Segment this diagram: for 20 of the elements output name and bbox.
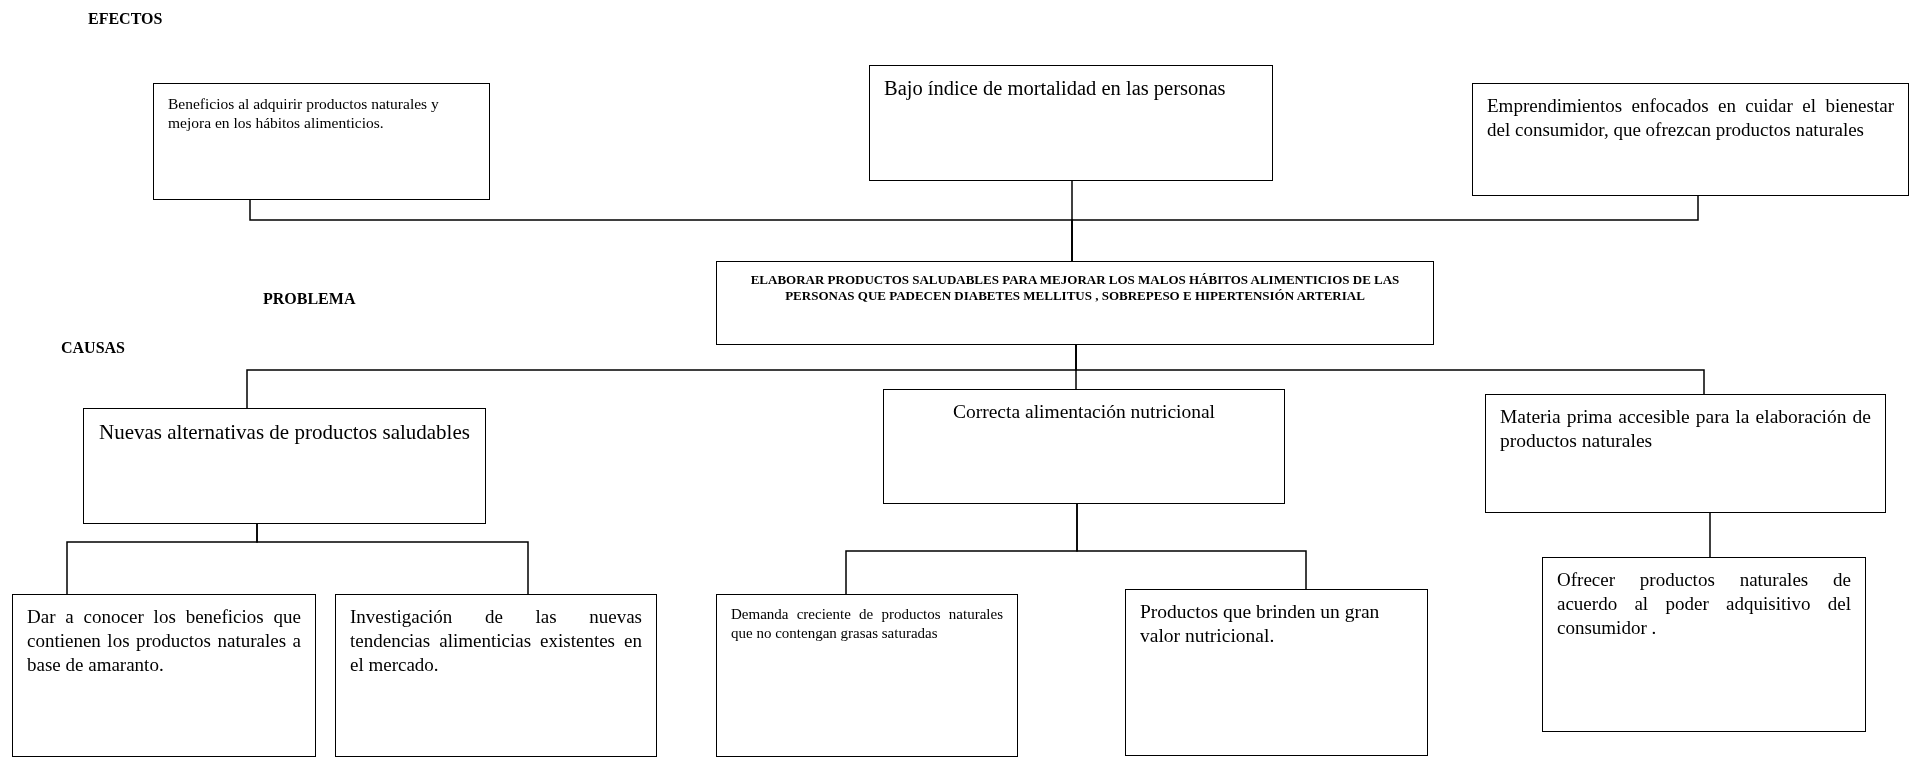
text-box: Demanda creciente de productos naturales que no contengan grasas saturadas <box>716 594 1018 757</box>
text-box: Bajo índice de mortalidad en las personas <box>869 65 1273 181</box>
text-box: ELABORAR PRODUCTOS SALUDABLES PARA MEJORAR LOS MALOS HÁBITOS ALIMENTICIOS DE LAS PERSONAS QUE PADECEN DIABETES MELLITUS , SOBREPESO E HIPERTENSIÓN ARTERIAL <box>716 261 1434 345</box>
text-box: Investigación de las nuevas tendencias alimenticias existentes en el mercado. <box>335 594 657 757</box>
text-box: Dar a conocer los beneficios que contienen los productos naturales a base de amaranto. <box>12 594 316 757</box>
section-heading: EFECTOS <box>88 10 163 28</box>
connector-line <box>1075 344 1705 395</box>
connector-line <box>256 523 529 595</box>
section-heading: PROBLEMA <box>263 290 356 308</box>
text-box: Materia prima accesible para la elaboración de productos naturales <box>1485 394 1886 513</box>
connector-line <box>1076 503 1307 590</box>
connector-line <box>1071 195 1699 262</box>
text-box: Ofrecer productos naturales de acuerdo al poder adquisitivo del consumidor . <box>1542 557 1866 732</box>
text-box: Productos que brinden un gran valor nutricional. <box>1125 589 1428 756</box>
text-box: Beneficios al adquirir productos naturales y mejora en los hábitos alimenticios. <box>153 83 490 200</box>
text-box: Correcta alimentación nutricional <box>883 389 1285 504</box>
text-box: Emprendimientos enfocados en cuidar el bienestar del consumidor, que ofrezcan productos naturales <box>1472 83 1909 196</box>
connector-line <box>1709 512 1711 558</box>
text-box: Nuevas alternativas de productos saludables <box>83 408 486 524</box>
section-heading: CAUSAS <box>61 339 125 357</box>
